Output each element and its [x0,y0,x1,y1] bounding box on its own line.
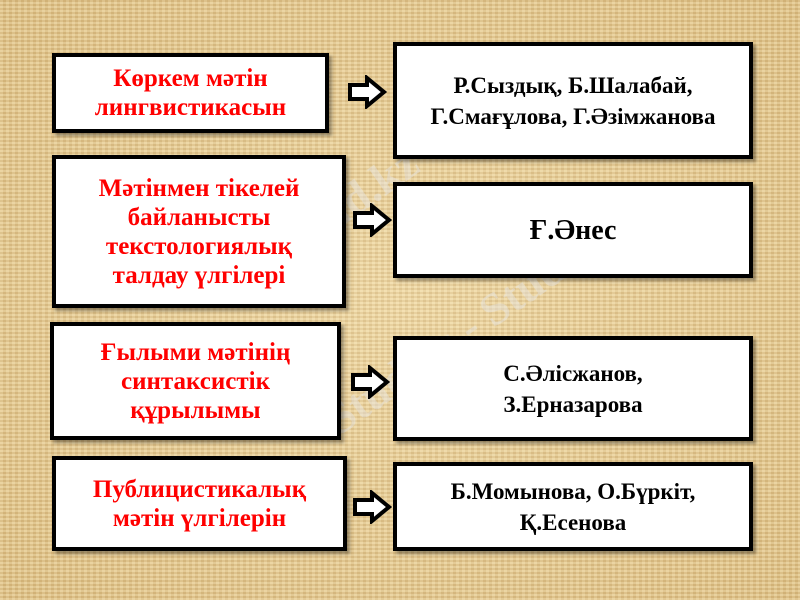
right-arrow-icon [353,490,392,524]
topic-box-2: Мәтінмен тікелей байланысты текстологиял… [52,155,346,308]
topic-text: Көркем мәтін лингвистикасын [94,65,287,121]
topic-text: Публицистикалық мәтін үлгілерін [92,475,307,532]
topic-box-4: Публицистикалық мәтін үлгілерін [52,456,347,551]
topic-box-3: Ғылыми мәтінің синтаксистік құрылымы [50,322,341,440]
topic-box-1: Көркем мәтін лингвистикасын [52,53,329,133]
authors-text: Б.Момынова, О.Бүркіт, Қ.Есенова [450,478,696,535]
authors-text: С.Әлісжанов, З.Ерназарова [503,360,643,417]
authors-box-4: Б.Момынова, О.Бүркіт, Қ.Есенова [393,462,753,551]
authors-box-1: Р.Сыздық, Б.Шалабай, Г.Смағұлова, Г.Әзім… [393,42,753,159]
authors-text: Ғ.Әнес [529,214,617,246]
topic-text: Мәтінмен тікелей байланысты текстологиял… [98,174,300,289]
right-arrow-icon [353,203,392,237]
right-arrow-icon [351,365,390,399]
authors-text: Р.Сыздық, Б.Шалабай, Г.Смағұлова, Г.Әзім… [430,72,716,129]
topic-text: Ғылыми мәтінің синтаксистік құрылымы [100,338,291,424]
right-arrow-icon [348,75,387,109]
authors-box-3: С.Әлісжанов, З.Ерназарова [393,336,753,441]
authors-box-2: Ғ.Әнес [393,182,753,278]
